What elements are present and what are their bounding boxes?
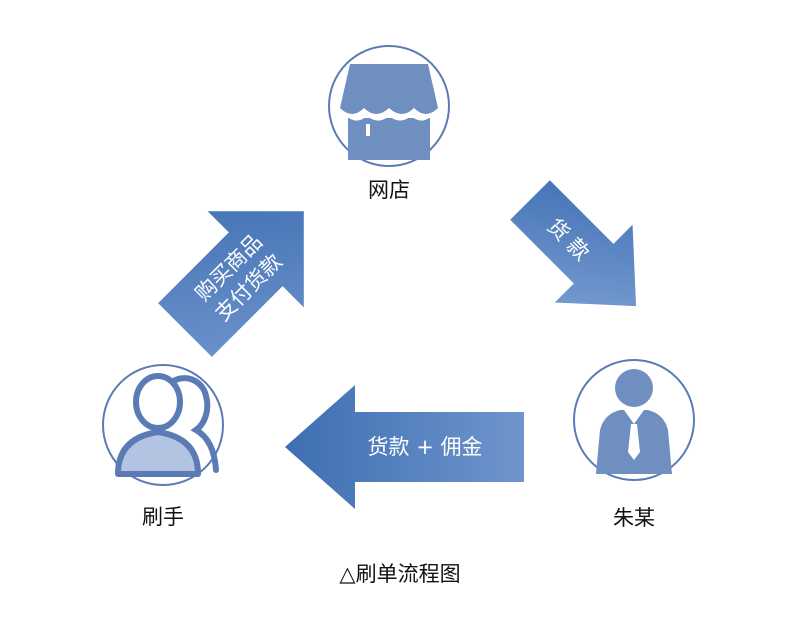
shop-label: 网店 bbox=[368, 178, 410, 202]
arrow-label-payment-commission: 货款 + 佣金 bbox=[368, 435, 483, 459]
users-icon bbox=[115, 373, 219, 477]
diagram-caption: △刷单流程图 bbox=[339, 562, 461, 586]
buyer-label: 朱某 bbox=[613, 506, 655, 530]
arrow-buyer-to-brusher: 货款 + 佣金 bbox=[285, 385, 524, 509]
businessman-icon bbox=[596, 369, 672, 474]
arrow-shop-to-buyer: 货 款 bbox=[510, 180, 637, 307]
brusher-node bbox=[102, 364, 224, 486]
brusher-label: 刷手 bbox=[142, 505, 184, 529]
shop-node bbox=[328, 45, 450, 167]
arrow-brusher-to-shop: 购买商品 支付货款 bbox=[158, 211, 304, 357]
buyer-node bbox=[573, 359, 695, 481]
store-icon bbox=[340, 64, 438, 160]
